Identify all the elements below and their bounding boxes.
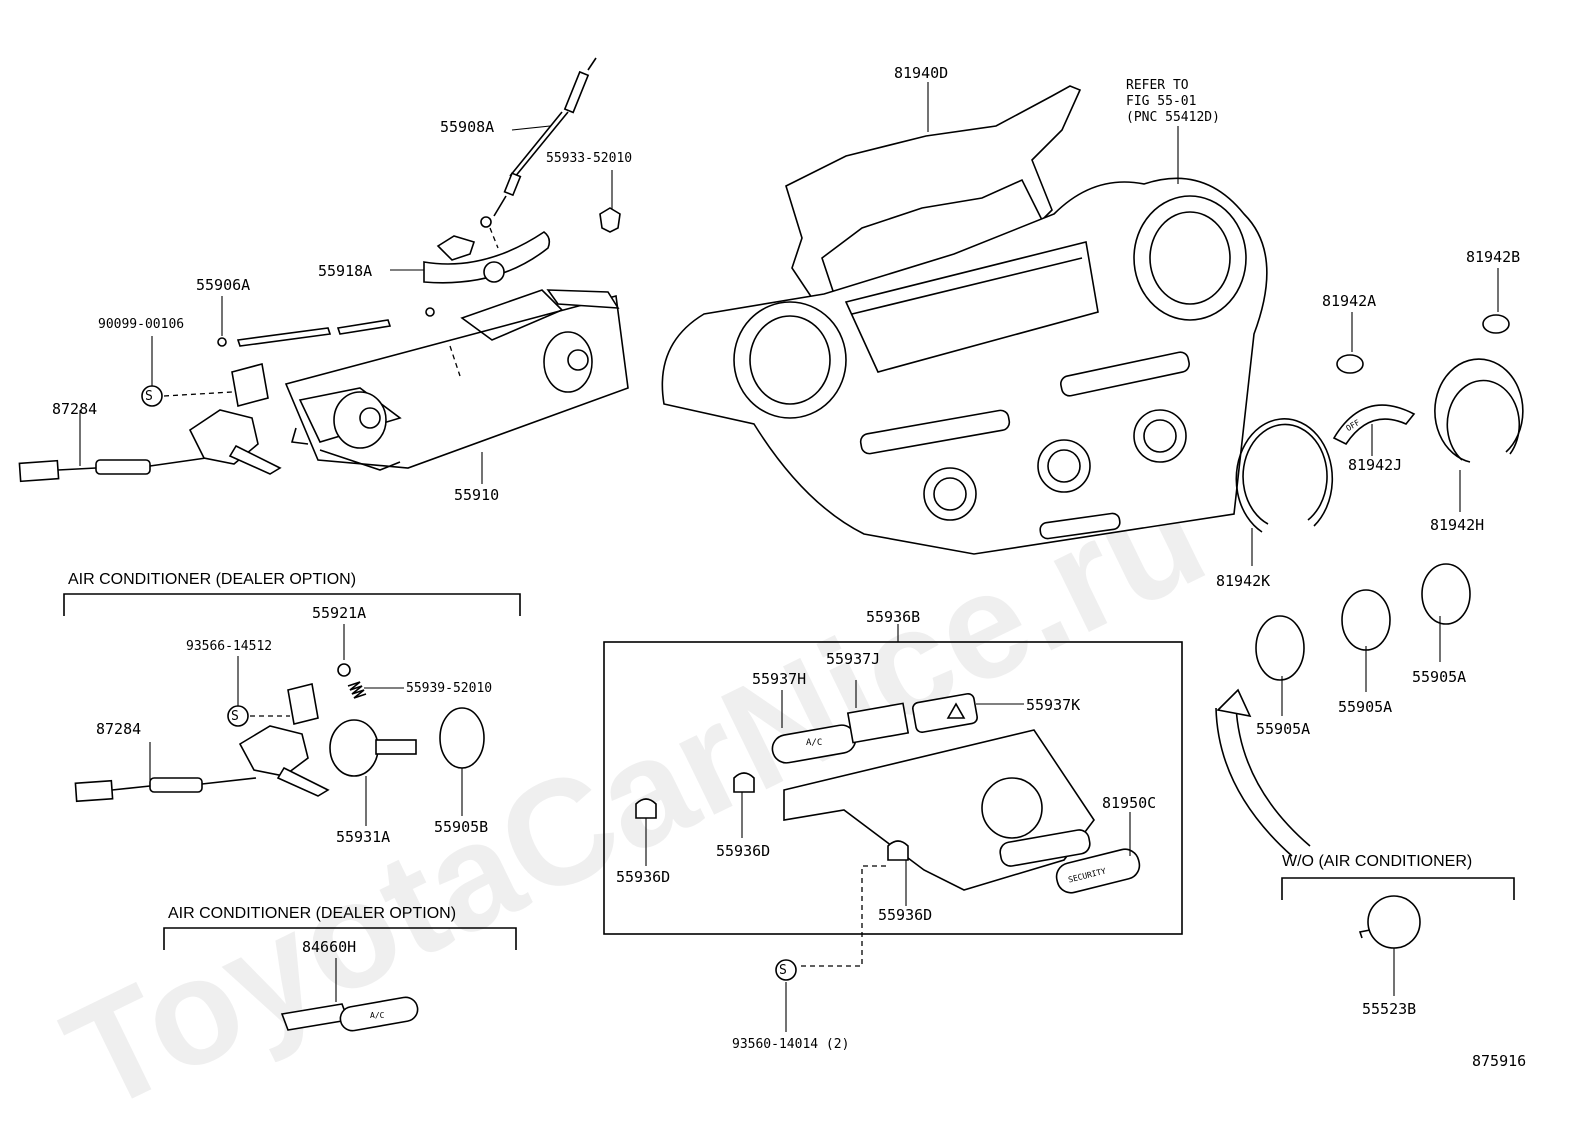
label-55931A: 55931A bbox=[336, 828, 391, 846]
knob-55905A-a bbox=[1255, 615, 1305, 716]
section-wo-ac: W/O (AIR CONDITIONER) bbox=[1282, 853, 1473, 870]
bracket-wo-ac bbox=[1281, 877, 1515, 900]
label-55933-52010: 55933-52010 bbox=[546, 151, 633, 166]
label-81942J: 81942J bbox=[1348, 456, 1403, 474]
label-81942B: 81942B bbox=[1466, 248, 1521, 266]
harness-87284-mid bbox=[74, 683, 330, 803]
refer-line-2: FIG 55-01 bbox=[1126, 94, 1197, 109]
label-93566-14512: 93566-14512 bbox=[186, 639, 273, 654]
arrow-indicator bbox=[1215, 688, 1311, 857]
spring-55939 bbox=[347, 681, 404, 699]
label-81942K: 81942K bbox=[1216, 572, 1271, 590]
label-55939-52010: 55939-52010 bbox=[406, 681, 493, 696]
screw-symbol-mid bbox=[227, 656, 290, 727]
label-55918A: 55918A bbox=[318, 262, 373, 280]
label-93560-14014: 93560-14014 (2) bbox=[732, 1037, 850, 1052]
section-ac-dealer-option-2: AIR CONDITIONER (DEALER OPTION) bbox=[168, 905, 457, 922]
section-ac-dealer-option-1: AIR CONDITIONER (DEALER OPTION) bbox=[68, 571, 357, 588]
lever-55918A bbox=[390, 231, 551, 284]
ring-81942J bbox=[1332, 404, 1416, 456]
label-55937H: 55937H bbox=[752, 670, 807, 688]
label-55523B: 55523B bbox=[1362, 1000, 1417, 1018]
diagram-drawing bbox=[18, 57, 1524, 1032]
ac-button-marking-2: A/C bbox=[370, 1011, 385, 1020]
knob-81942B bbox=[1482, 268, 1510, 334]
cap-55523B bbox=[1358, 895, 1421, 996]
refer-line-1: REFER TO bbox=[1126, 78, 1189, 93]
ring-81942H bbox=[1434, 358, 1524, 512]
parts-diagram: ToyotaCarNice.ru bbox=[18, 57, 1527, 1143]
box-55936B bbox=[603, 624, 1183, 935]
label-55936B: 55936B bbox=[866, 608, 921, 626]
s-symbol-mid: S bbox=[231, 709, 239, 724]
bracket-ac-dealer-1 bbox=[63, 593, 521, 616]
bracket-ac-dealer-2 bbox=[163, 927, 517, 950]
label-55936D-b: 55936D bbox=[716, 842, 771, 860]
bezel-panel bbox=[661, 126, 1268, 555]
s-symbol-bottom: S bbox=[779, 963, 787, 978]
label-81942A: 81942A bbox=[1322, 292, 1377, 310]
label-55936D-c: 55936D bbox=[878, 906, 933, 924]
knob-55905A-c bbox=[1421, 563, 1471, 662]
knob-55905B bbox=[439, 707, 485, 816]
harness-87284-top bbox=[18, 363, 282, 483]
ac-button-marking: A/C bbox=[806, 738, 823, 748]
label-87284-top: 87284 bbox=[52, 400, 98, 418]
label-81940D: 81940D bbox=[894, 64, 949, 82]
label-55910: 55910 bbox=[454, 486, 500, 504]
figure-number: 875916 bbox=[1472, 1052, 1527, 1070]
control-assembly-55910 bbox=[284, 289, 629, 484]
label-90099-00106: 90099-00106 bbox=[98, 317, 185, 332]
label-55905A-c: 55905A bbox=[1412, 668, 1467, 686]
label-55905A-b: 55905A bbox=[1338, 698, 1393, 716]
label-81942H: 81942H bbox=[1430, 516, 1485, 534]
label-55905A-a: 55905A bbox=[1256, 720, 1311, 738]
ring-81942K bbox=[1235, 418, 1334, 566]
label-55937K: 55937K bbox=[1026, 696, 1081, 714]
switch-84660H bbox=[280, 958, 419, 1032]
knob-81942A bbox=[1336, 312, 1364, 374]
refer-line-3: (PNC 55412D) bbox=[1126, 110, 1220, 125]
label-84660H: 84660H bbox=[302, 938, 357, 956]
label-55906A: 55906A bbox=[196, 276, 251, 294]
screw-symbol-left bbox=[141, 336, 233, 407]
label-55937J: 55937J bbox=[826, 650, 881, 668]
label-87284-mid: 87284 bbox=[96, 720, 142, 738]
label-55908A: 55908A bbox=[440, 118, 495, 136]
screw-symbol-bottom bbox=[775, 865, 886, 1032]
switch-55931A bbox=[329, 719, 417, 826]
clip-55933 bbox=[599, 170, 621, 233]
ball-55921A bbox=[337, 624, 351, 677]
rod-55906A bbox=[217, 296, 435, 347]
s-symbol-left: S bbox=[145, 389, 153, 404]
label-55936D-a: 55936D bbox=[616, 868, 671, 886]
label-55905B: 55905B bbox=[434, 818, 489, 836]
cable-55908A bbox=[480, 57, 597, 249]
knob-55905A-b bbox=[1341, 589, 1391, 692]
label-55921A: 55921A bbox=[312, 604, 367, 622]
label-81950C: 81950C bbox=[1102, 794, 1157, 812]
